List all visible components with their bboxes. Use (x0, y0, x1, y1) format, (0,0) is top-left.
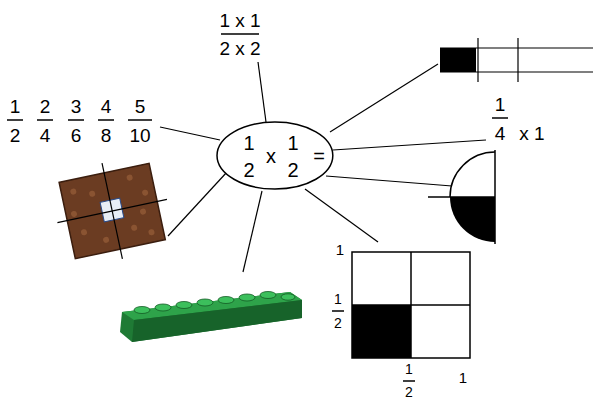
fraction-label: 4 (101, 97, 112, 116)
fraction-label: 1 (405, 362, 413, 376)
fraction-label: 1 (10, 97, 21, 116)
fraction-term: 2 (287, 160, 298, 180)
fraction-label: 2 (40, 97, 51, 116)
fraction-label: 1 (459, 370, 467, 385)
fraction-label: 6 (71, 126, 82, 145)
fraction-label: 2 (405, 385, 413, 399)
fraction-label: 4 (40, 126, 51, 145)
fraction-term: x (266, 146, 276, 166)
fraction-term: 1 (243, 133, 254, 153)
fraction-term: = (313, 146, 325, 166)
fraction-label: 1 (336, 242, 344, 257)
fraction-term: 2 (243, 160, 254, 180)
fraction-label: x 1 (519, 124, 544, 143)
fraction-label: 1 (495, 95, 506, 114)
fraction-label: 8 (101, 126, 112, 145)
fraction-label: 3 (71, 97, 82, 116)
fraction-term: 1 (287, 133, 298, 153)
fraction-label: 1 x 1 (219, 11, 260, 30)
fraction-label: 5 (135, 97, 146, 116)
fraction-label: 1 (334, 292, 342, 306)
fraction-label: 2 (10, 126, 21, 145)
fraction-label: 2 x 2 (219, 39, 260, 58)
fraction-label: 4 (495, 124, 506, 143)
fraction-label: 2 (334, 316, 342, 330)
fraction-label: 10 (129, 126, 150, 145)
center-ellipse: 1 2x1 2 = (216, 121, 334, 190)
